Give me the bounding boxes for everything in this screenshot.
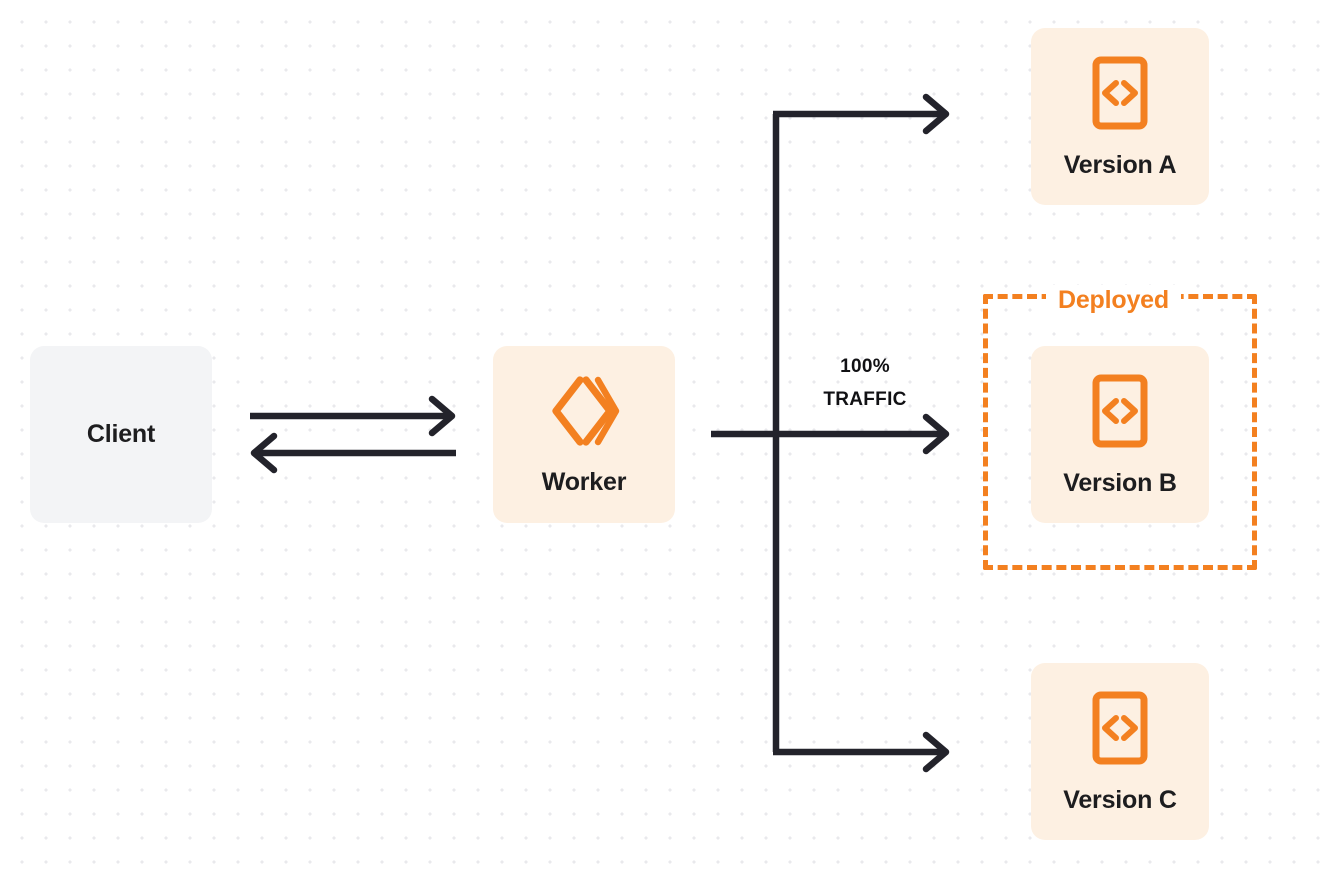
arrow-client-to-worker xyxy=(250,395,456,437)
traffic-word: TRAFFIC xyxy=(823,389,907,410)
node-version-b[interactable]: Version B xyxy=(1031,346,1209,523)
node-version-c[interactable]: Version C xyxy=(1031,663,1209,840)
cloudflare-workers-icon xyxy=(546,374,622,448)
code-file-icon xyxy=(1091,55,1149,131)
node-client-label: Client xyxy=(86,420,156,448)
node-version-c-label: Version C xyxy=(1063,786,1177,814)
arrow-worker-to-client xyxy=(250,432,456,474)
traffic-percent: 100% xyxy=(840,356,890,377)
node-version-a-label: Version A xyxy=(1063,151,1177,179)
arrow-worker-to-version-b xyxy=(711,413,950,455)
node-version-b-label: Version B xyxy=(1063,469,1177,497)
node-worker[interactable]: Worker xyxy=(493,346,675,523)
arrow-worker-to-version-c xyxy=(773,731,950,773)
code-file-icon xyxy=(1091,373,1149,449)
deployed-badge: Deployed xyxy=(1046,285,1181,315)
node-client[interactable]: Client xyxy=(30,346,212,523)
traffic-label: 100% TRAFFIC xyxy=(790,350,940,416)
node-version-a[interactable]: Version A xyxy=(1031,28,1209,205)
node-worker-label: Worker xyxy=(541,468,627,496)
code-file-icon xyxy=(1091,690,1149,766)
arrow-worker-to-version-a xyxy=(773,93,950,135)
